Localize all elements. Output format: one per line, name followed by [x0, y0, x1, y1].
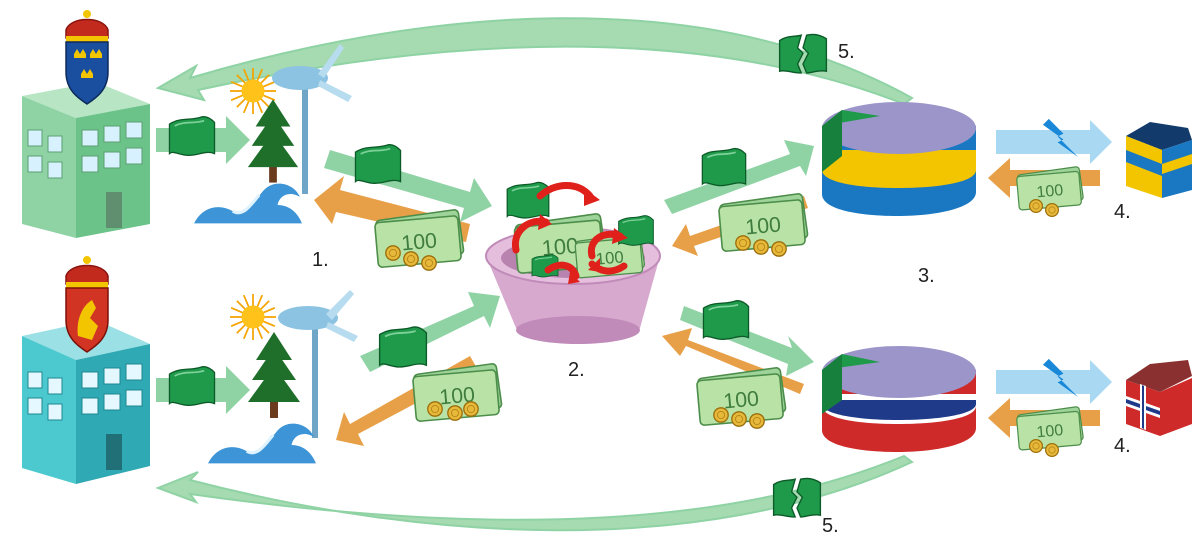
coin-icon	[1028, 439, 1044, 453]
norway-coat-of-arms-icon	[65, 256, 109, 353]
sweden-office-building-icon	[22, 82, 150, 238]
green-certificate-icon	[506, 181, 550, 219]
coin-icon	[713, 407, 729, 423]
certificate-transfer-arrow-bottom	[156, 365, 250, 414]
coin-icon	[1044, 443, 1060, 457]
step-label-1: 1.	[312, 249, 329, 271]
market-to-supplier-arrow-top	[664, 140, 814, 214]
coin-icon	[753, 239, 769, 255]
consumer-payment-arrow-top	[988, 158, 1100, 217]
coin-icon	[403, 251, 419, 267]
step-label-2: 2.	[568, 359, 585, 381]
green-certificate-icon	[168, 115, 216, 157]
pine-tree-icon	[248, 332, 300, 418]
electricity-delivery-arrow-top	[996, 118, 1112, 164]
market-to-supplier-arrow-bottom	[680, 299, 814, 376]
producer-to-market-arrow-top	[324, 143, 492, 222]
coin-icon	[1044, 203, 1060, 217]
green-certificate-icon	[378, 326, 428, 368]
certificate-market-basin-icon	[485, 181, 661, 344]
green-certificate-icon	[354, 143, 402, 185]
coin-icon	[771, 241, 787, 257]
supplier-to-market-money-arrow-bottom	[662, 328, 804, 429]
coin-icon	[735, 235, 751, 251]
pine-tree-icon	[247, 99, 299, 183]
step-label-4-bottom: 4.	[1114, 435, 1131, 457]
consumer-payment-arrow-bottom	[988, 398, 1100, 457]
water-wave-icon	[192, 182, 304, 225]
norway-house-icon	[1126, 360, 1192, 436]
sweden-coat-of-arms-icon	[65, 10, 109, 105]
coin-icon	[731, 411, 747, 427]
green-certificate-icon	[168, 365, 216, 407]
renewable-producers-bottom	[206, 290, 358, 465]
sweden-supplier-pie-chart-icon	[822, 102, 976, 216]
coin-icon	[421, 255, 437, 271]
sun-icon	[230, 294, 276, 340]
coin-icon	[427, 401, 443, 417]
norway-office-building-icon	[22, 320, 150, 484]
market-to-producer-money-arrow-bottom	[336, 356, 503, 446]
coin-icon	[447, 405, 463, 421]
sweden-house-icon	[1126, 122, 1192, 198]
return-arrow-top	[155, 17, 914, 106]
green-certificate-icon	[617, 214, 655, 247]
torn-certificate-icon	[772, 477, 822, 518]
certificate-transfer-arrow-top	[156, 115, 250, 164]
producer-to-market-arrow-bottom	[360, 292, 500, 372]
renewable-producers-top	[192, 44, 352, 225]
step-label-4-top: 4.	[1114, 201, 1131, 223]
step-label-5-top: 5.	[838, 41, 855, 63]
coin-icon	[749, 413, 765, 429]
market-to-producer-money-arrow-top	[314, 176, 470, 271]
return-arrow-bottom	[155, 454, 914, 532]
step-label-5-bottom: 5.	[822, 515, 839, 537]
coin-icon	[1028, 199, 1044, 213]
coin-icon	[385, 245, 401, 261]
wind-turbine-icon	[278, 290, 358, 438]
green-certificate-icon	[702, 299, 750, 341]
electricity-delivery-arrow-bottom	[996, 358, 1112, 404]
green-certificate-icon	[701, 147, 747, 187]
wind-turbine-icon	[272, 44, 352, 194]
coin-icon	[463, 401, 479, 417]
water-wave-icon	[206, 422, 318, 465]
supplier-to-market-money-arrow-top	[672, 192, 809, 257]
step-label-3: 3.	[918, 265, 935, 287]
norway-supplier-pie-chart-icon	[822, 346, 976, 452]
